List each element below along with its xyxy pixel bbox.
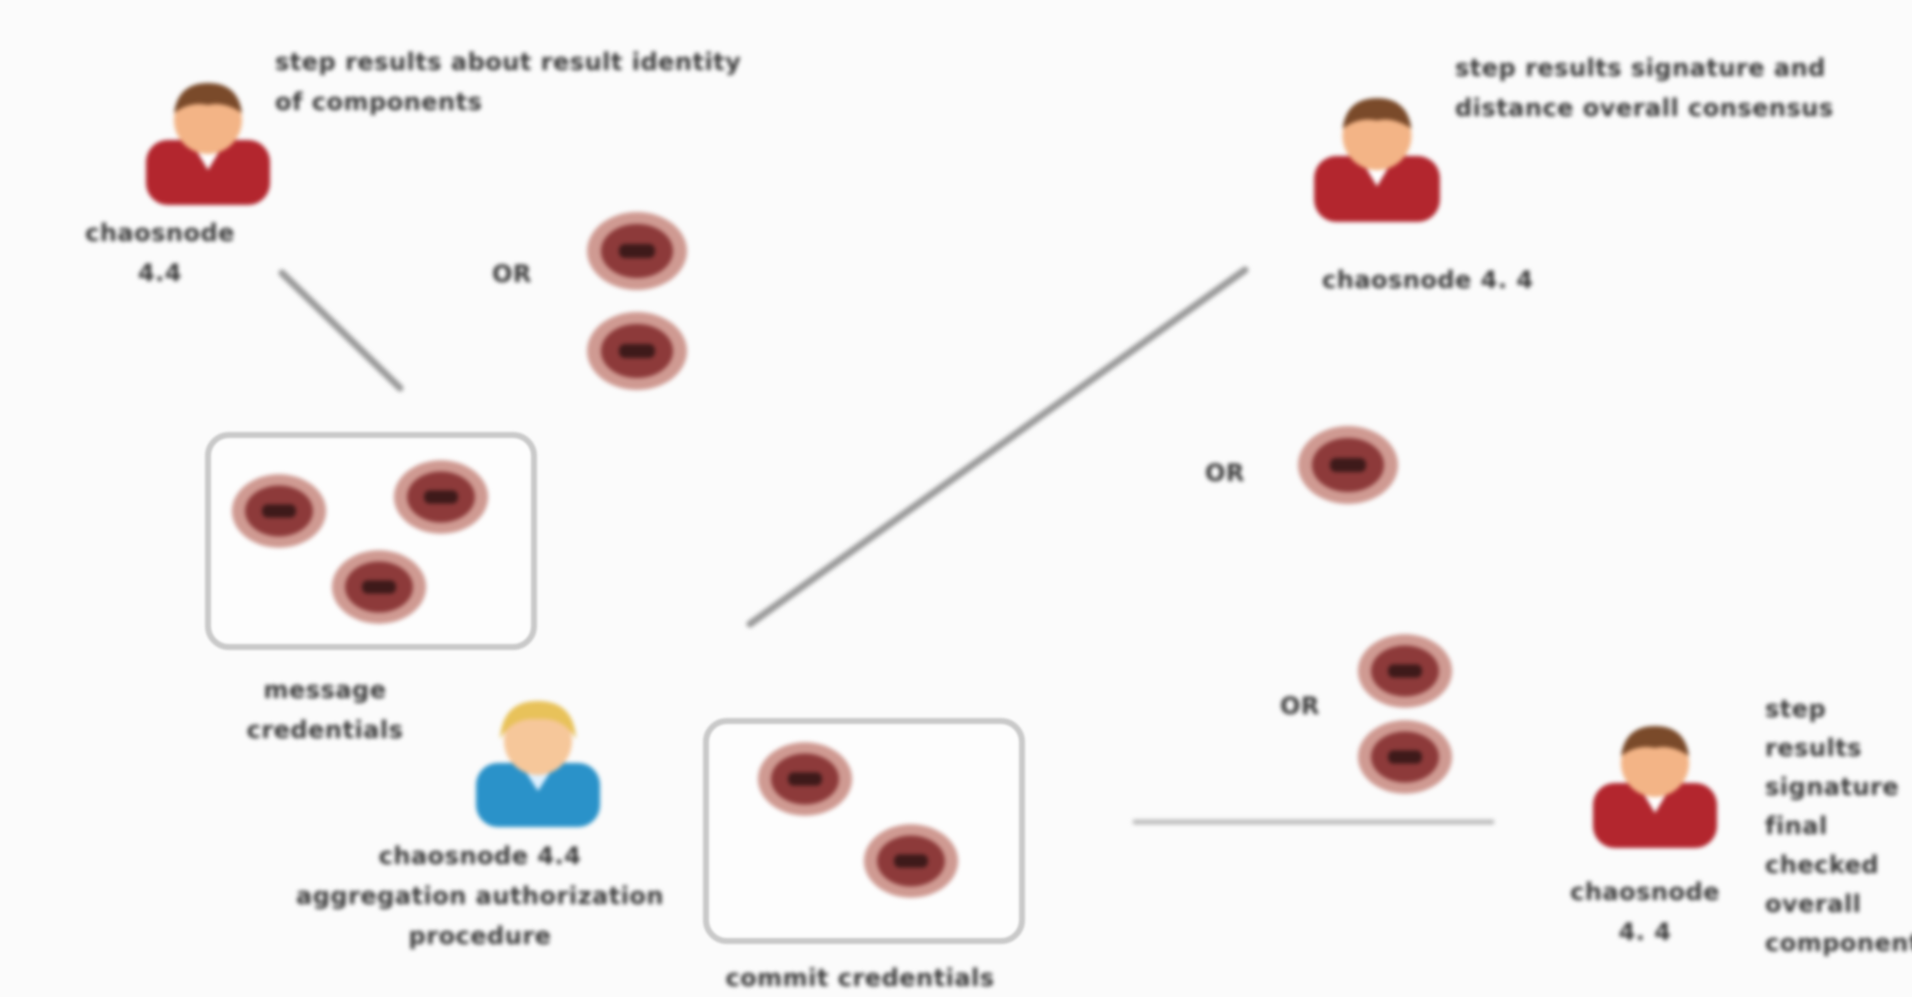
credential-token-icon (1296, 424, 1400, 506)
actor-4-label: chaosnode 4. 4 (1570, 878, 1720, 946)
actor-2-label: chaosnode 4. 4 (1322, 266, 1534, 294)
user-red-icon (138, 75, 278, 205)
credential-token-icon (330, 548, 428, 626)
actor-2-caption: step results signature and distance over… (1455, 54, 1834, 122)
credential-token-icon (392, 458, 490, 536)
group-2-label: commit credentials (725, 964, 995, 992)
user-blue-icon (468, 695, 608, 827)
actor-1-caption: step results about result identity of co… (275, 48, 742, 116)
credential-token-icon (1356, 632, 1454, 710)
credential-token-icon (862, 822, 960, 900)
credential-token-icon (585, 310, 689, 392)
user-red-icon (1585, 716, 1725, 850)
actor-4-caption: step results signature final checked ove… (1765, 695, 1912, 957)
actor-3-caption: aggregation authorization procedure (296, 882, 664, 950)
group-1-label: message credentials (246, 676, 404, 744)
operator-or-1: OR (492, 260, 532, 288)
credential-token-icon (230, 472, 328, 550)
credential-token-icon (585, 210, 689, 292)
connector-actor1-to-group1 (278, 269, 404, 392)
connector-actor2-to-group2 (746, 266, 1249, 628)
credential-token-icon (1356, 718, 1454, 796)
operator-or-3: OR (1280, 692, 1320, 720)
user-red-icon (1306, 88, 1448, 224)
actor-3-label: chaosnode 4.4 (378, 842, 582, 870)
credential-token-icon (756, 740, 854, 818)
credential-group-box (703, 718, 1025, 944)
actor-1-label: chaosnode 4.4 (85, 219, 235, 287)
operator-or-2: OR (1205, 459, 1245, 487)
